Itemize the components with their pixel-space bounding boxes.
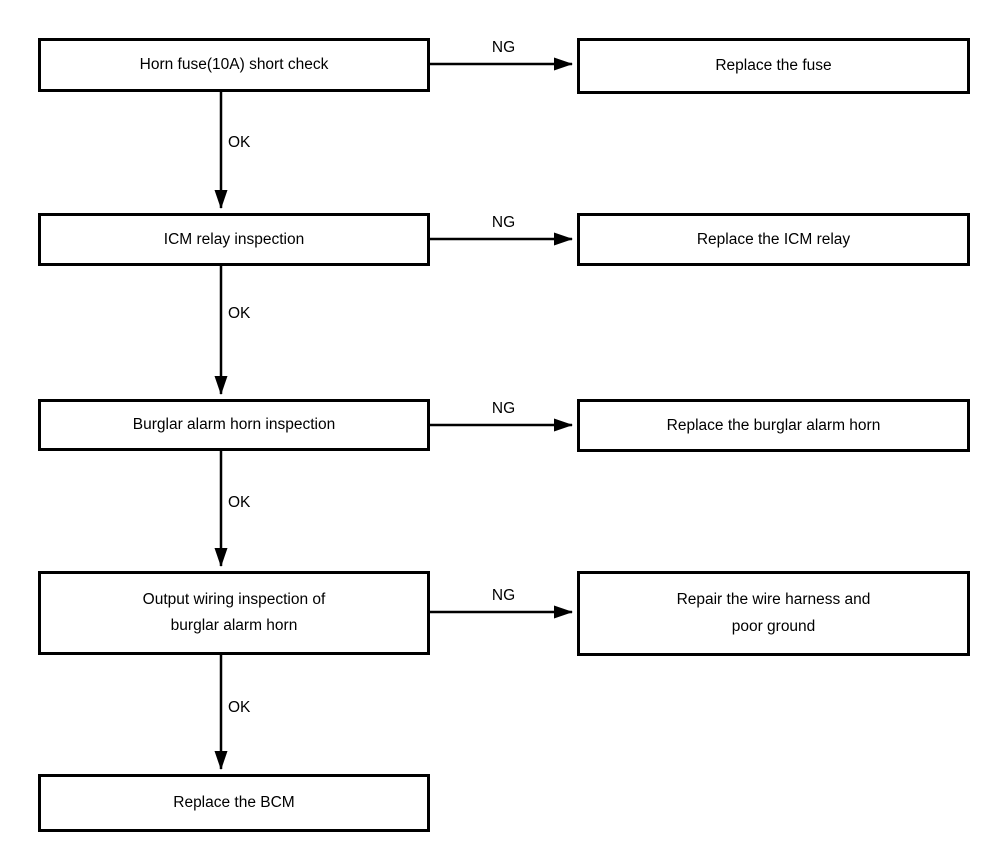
ng-label-2: NG bbox=[491, 214, 516, 231]
final-box-replace-bcm: Replace the BCM bbox=[38, 774, 430, 832]
check-box-icm-relay: ICM relay inspection bbox=[38, 213, 430, 266]
action-box-replace-burglar-alarm-horn-label: Replace the burglar alarm horn bbox=[666, 416, 881, 434]
action-box-replace-icm-relay: Replace the ICM relay bbox=[577, 213, 970, 266]
ng-label-4: NG bbox=[491, 587, 516, 604]
action-box-replace-icm-relay-label: Replace the ICM relay bbox=[696, 230, 851, 248]
action-box-repair-wire-harness-label: Repair the wire harness and poor ground bbox=[676, 591, 871, 635]
check-box-horn-fuse: Horn fuse(10A) short check bbox=[38, 38, 430, 92]
action-box-replace-fuse-label: Replace the fuse bbox=[715, 57, 832, 74]
ok-label-1: OK bbox=[228, 134, 251, 151]
action-box-repair-wire-harness: Repair the wire harness and poor ground bbox=[577, 571, 970, 656]
check-box-output-wiring-label: Output wiring inspection of burglar alar… bbox=[142, 590, 326, 634]
check-box-burglar-alarm-horn: Burglar alarm horn inspection bbox=[38, 399, 430, 451]
ok-label-2: OK bbox=[228, 305, 251, 322]
ng-label-3: NG bbox=[491, 400, 516, 417]
ok-label-3: OK bbox=[228, 494, 251, 511]
ok-label-4: OK bbox=[228, 699, 251, 716]
action-box-replace-burglar-alarm-horn: Replace the burglar alarm horn bbox=[577, 399, 970, 452]
check-box-icm-relay-label: ICM relay inspection bbox=[163, 230, 305, 248]
check-box-output-wiring: Output wiring inspection of burglar alar… bbox=[38, 571, 430, 655]
check-box-burglar-alarm-horn-label: Burglar alarm horn inspection bbox=[132, 416, 336, 433]
check-box-horn-fuse-label: Horn fuse(10A) short check bbox=[139, 56, 329, 73]
action-box-replace-fuse: Replace the fuse bbox=[577, 38, 970, 94]
ng-label-1: NG bbox=[491, 39, 516, 56]
final-box-replace-bcm-label: Replace the BCM bbox=[173, 794, 295, 811]
